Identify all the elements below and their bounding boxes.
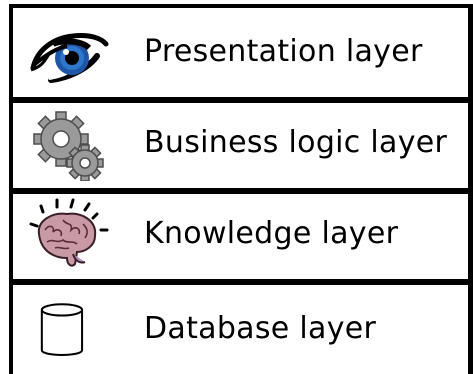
divider-3 [9,279,473,285]
left-border [9,4,13,374]
database-layer-row: Database layer [13,285,468,374]
database-cylinder-icon [40,303,84,356]
knowledge-layer-label: Knowledge layer [144,216,399,251]
divider-2 [9,188,473,194]
brain-icon [29,198,109,267]
right-border [468,4,473,374]
business-logic-layer-label: Business logic layer [144,125,448,160]
database-layer-label: Database layer [144,311,377,346]
knowledge-layer-row: Knowledge layer [13,194,468,279]
eye-icon [30,33,109,83]
business-logic-layer-row: Business logic layer [13,103,468,188]
top-border [9,4,473,8]
gears-icon [33,111,104,181]
presentation-layer-row: Presentation layer [13,8,468,97]
presentation-layer-label: Presentation layer [144,34,423,69]
divider-1 [9,97,473,103]
